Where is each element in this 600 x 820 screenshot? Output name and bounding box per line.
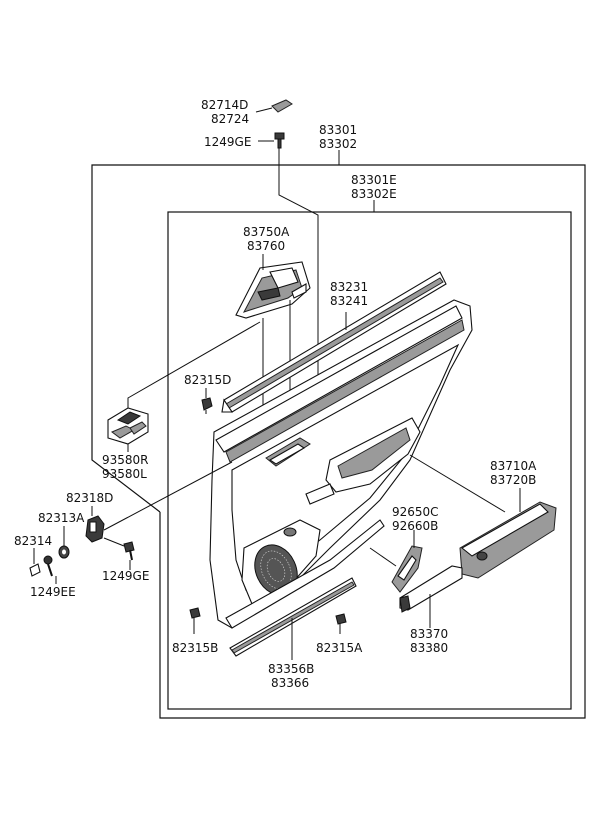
label-82313a: 82313A	[38, 511, 85, 525]
label-83301: 83301	[319, 123, 357, 137]
clip-82315d-icon	[201, 397, 213, 414]
inner-frame	[167, 211, 572, 710]
label-1249ge-mid: 1249GE	[102, 569, 149, 583]
label-83241: 83241	[330, 294, 368, 308]
label-83760: 83760	[247, 239, 285, 253]
label-92650c: 92650C	[392, 505, 439, 519]
label-83750a: 83750A	[243, 225, 290, 239]
label-82315b: 82315B	[172, 641, 218, 655]
part-labels: 82714D 82724 1249GE 83301 83302 83301E 8…	[14, 98, 537, 690]
leader-bracket-to-panel	[103, 461, 233, 531]
label-82315d: 82315D	[184, 373, 231, 387]
armrest-83710a	[459, 501, 557, 579]
pull-handle-83370	[399, 565, 463, 613]
label-83231: 83231	[330, 280, 368, 294]
outer-frame	[91, 164, 586, 719]
weatherstrip-83231	[221, 271, 447, 413]
leader-switch-to-bezel	[127, 321, 261, 408]
label-93580r: 93580R	[102, 453, 149, 467]
screw-1249ee-icon	[43, 555, 53, 577]
label-1249ge-top: 1249GE	[204, 135, 251, 149]
window-switch-bezel-83750a	[235, 261, 311, 319]
label-92660b: 92660B	[392, 519, 438, 533]
label-83356b: 83356B	[268, 662, 314, 676]
bracket-82318d-icon	[85, 515, 105, 543]
door-trim-panel	[209, 299, 473, 629]
lamp-92650c	[391, 545, 423, 593]
lower-garnish-83356b	[229, 577, 357, 657]
label-82724: 82724	[211, 112, 249, 126]
label-83302: 83302	[319, 137, 357, 151]
label-82315a: 82315A	[316, 641, 363, 655]
screw-1249ge-top-icon	[274, 132, 285, 149]
label-82318d: 82318D	[66, 491, 113, 505]
label-83302e: 83302E	[351, 187, 397, 201]
label-83301e: 83301E	[351, 173, 397, 187]
leader-82714d	[255, 107, 273, 113]
clip-82315b-icon	[189, 607, 201, 634]
label-83370: 83370	[410, 627, 448, 641]
label-83366: 83366	[271, 676, 309, 690]
label-1249ee: 1249EE	[30, 585, 76, 599]
label-82314: 82314	[14, 534, 52, 548]
leader-armrest-to-panel	[409, 454, 506, 513]
nut-82313a-icon	[58, 545, 70, 559]
screw-1249ge-mid-icon	[123, 541, 135, 561]
leader-1249ge-mid	[103, 537, 125, 547]
label-83380: 83380	[410, 641, 448, 655]
label-82714d: 82714D	[201, 98, 248, 112]
label-83710a: 83710A	[490, 459, 537, 473]
clip-82714d-icon	[271, 99, 293, 113]
label-83720b: 83720B	[490, 473, 536, 487]
label-93580l: 93580L	[102, 467, 147, 481]
clip-82315a-icon	[335, 613, 347, 634]
window-switch-93580r	[107, 407, 149, 445]
cap-82314-icon	[29, 563, 41, 577]
leader-lamp-to-panel	[369, 547, 397, 567]
